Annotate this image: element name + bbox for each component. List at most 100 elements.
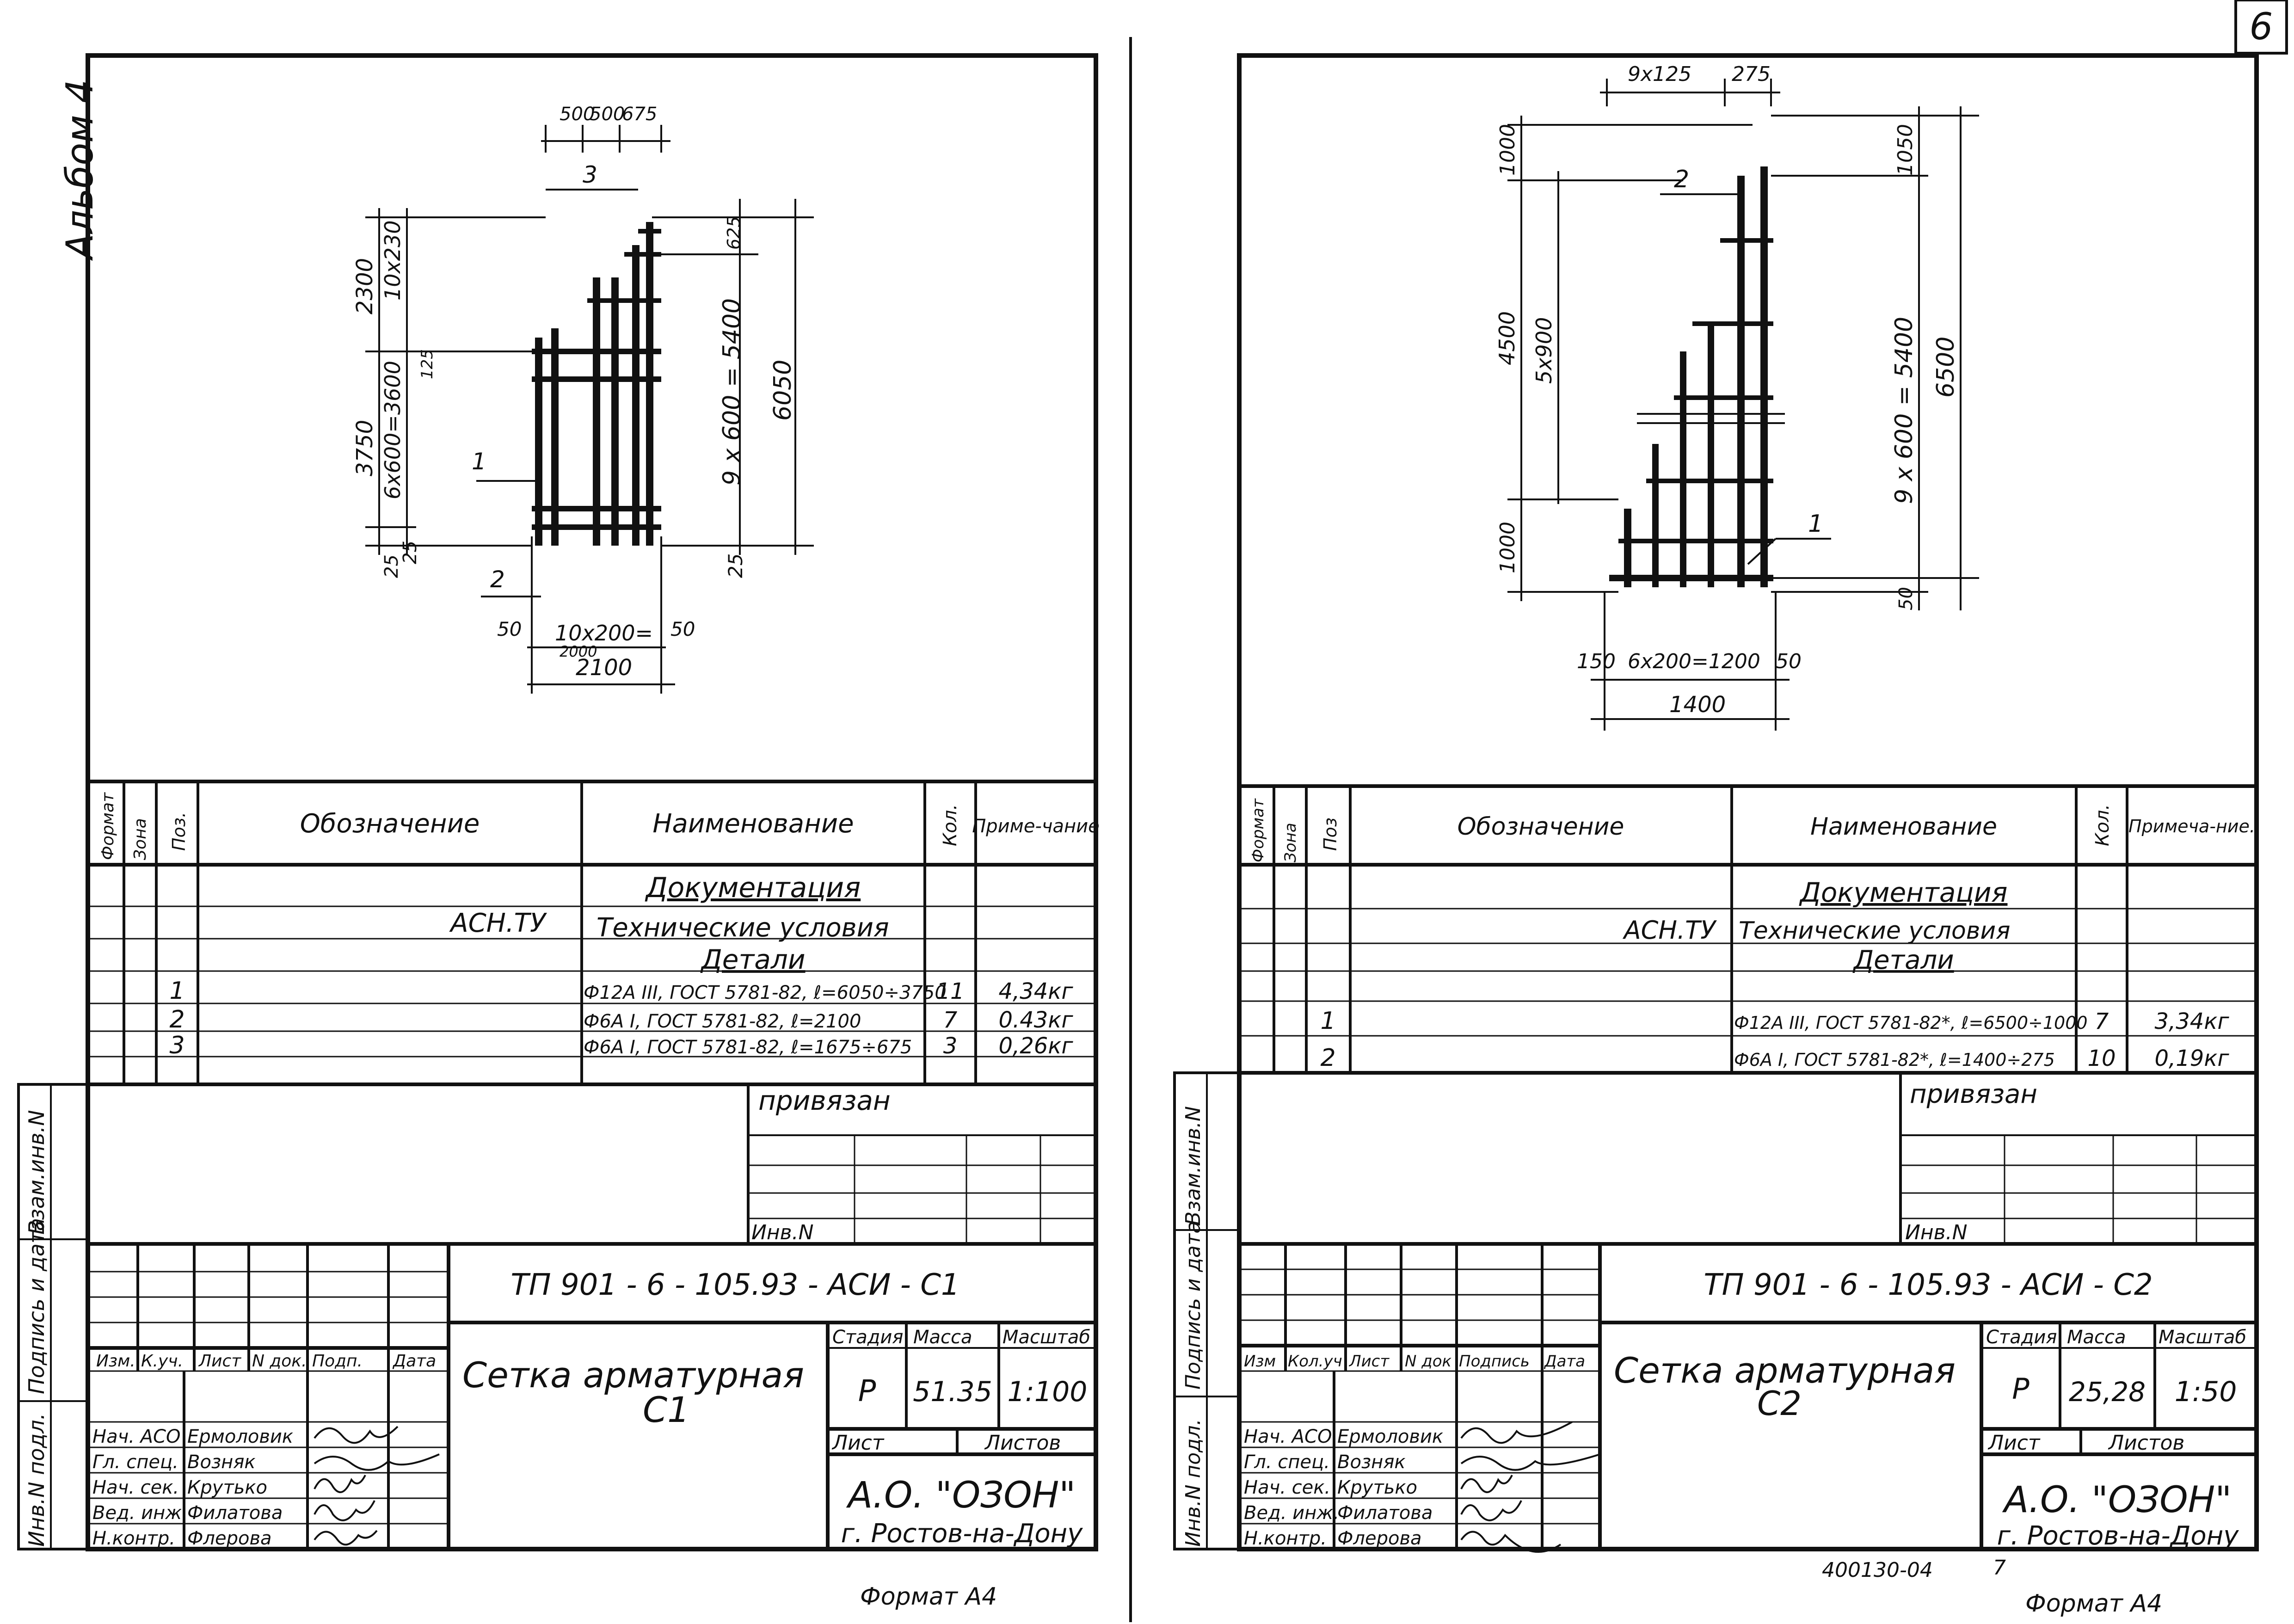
right-dim-bot6x200: 6x200=1200 (1628, 650, 1760, 673)
right-side-podpis: Подпись и дата (1181, 1221, 1205, 1390)
right-signature-2 (1460, 1475, 1513, 1493)
left-hdr-oboznachenie: Обозначение (300, 809, 480, 839)
left-side-inv-vzam: Взам.инв.N (24, 1110, 49, 1235)
left-dim-top-2: 500 (590, 104, 625, 125)
left-mesh-drawing: 500 500 675 2300 10x230 125 3750 6x600=3… (352, 104, 814, 694)
right-name-0: Ермоловик (1337, 1426, 1443, 1447)
left-signature-0 (314, 1426, 399, 1444)
right-hdr-oboznachenie: Обозначение (1458, 813, 1624, 841)
left-hdr-zona: Зона (131, 818, 150, 860)
right-row1-qty: 7 (2095, 1009, 2109, 1034)
right-masshtab-label: Масштаб (2159, 1327, 2246, 1348)
right-massa-label: Масса (2067, 1327, 2126, 1348)
right-hdr-data: Дата (1544, 1352, 1585, 1371)
right-dim-6500: 6500 (1932, 337, 1960, 398)
right-row-ach-ty: АСН.ТУ (1623, 916, 1717, 945)
left-row-ach-ty: АСН.ТУ (449, 908, 547, 938)
left-dim-25b: 25 (400, 541, 421, 564)
right-list-label: Лист (1987, 1431, 2041, 1455)
right-row-dokumentaciya: Документация (1799, 877, 2008, 908)
right-hdr-primech: Примеча-ние. (2128, 816, 2255, 837)
left-privyazan-block: привязан Инв.N (747, 1084, 1096, 1244)
left-dim-2300: 2300 (352, 258, 378, 314)
right-dim-9x600: 9 x 600 = 5400 (1890, 317, 1918, 504)
footer-code: 400130-04 (1822, 1558, 1933, 1582)
left-masshtab-label: Масштаб (1002, 1327, 1090, 1348)
right-stadiya-label: Стадия (1986, 1327, 2057, 1348)
left-signature-1 (314, 1453, 440, 1471)
right-hdr-zona: Зона (1281, 823, 1300, 862)
sheet-number: 6 (2250, 5, 2273, 48)
right-name-line1: Сетка арматурная (1614, 1350, 1956, 1391)
left-name-0: Ермоловик (187, 1426, 293, 1447)
right-name-3: Филатова (1337, 1502, 1433, 1524)
right-hdr-naimenovanie: Наименование (1810, 813, 1997, 841)
right-row1-note: 3,34кг (2154, 1009, 2229, 1034)
right-dim-5x900: 5x900 (1531, 317, 1556, 384)
left-role-1: Гл. спец. (92, 1452, 178, 1473)
left-massa: 51.35 (913, 1376, 992, 1408)
right-side-inv-podl: Инв.N подл. (1181, 1419, 1205, 1547)
left-dim-bot50b: 50 (670, 618, 695, 640)
right-dim-50: 50 (1895, 587, 1917, 610)
left-dim-25c: 25 (724, 554, 747, 578)
left-company: А.О. "ОЗОН" (846, 1475, 1076, 1516)
right-name-line2: С2 (1757, 1384, 1802, 1423)
left-frame (86, 53, 1098, 1551)
left-dim-3750: 3750 (352, 420, 378, 476)
right-hdr-izm: Изм (1244, 1352, 1276, 1371)
left-privyazan: привязан (758, 1085, 891, 1116)
left-sheet: Взам.инв.N Подпись и дата Инв.N подл. (17, 53, 1100, 1611)
right-dim-bot1400: 1400 (1669, 692, 1726, 718)
right-side-inv-vzam: Взам.инв.N (1181, 1106, 1205, 1225)
right-drawing-title: ТП 901 - 6 - 105.93 - АСИ - С2 (1704, 1268, 2153, 1302)
left-spec-table: Формат Зона Поз. Обозначение Наименовани… (88, 780, 1100, 1086)
left-listov-label: Листов (984, 1431, 1061, 1455)
right-dim-275: 275 (1732, 62, 1771, 86)
left-side-podpis: Подпись и дата (24, 1218, 49, 1394)
right-dim-1050: 1050 (1894, 124, 1917, 176)
left-name-line2: С1 (643, 1389, 689, 1430)
left-masshtab: 1:100 (1008, 1376, 1088, 1408)
left-name-3: Филатова (187, 1502, 283, 1524)
left-massa-label: Масса (913, 1327, 972, 1348)
left-row2-name: Ф6А I, ГОСТ 5781-82, ℓ=2100 (584, 1011, 861, 1032)
right-pos-2: 2 (1674, 166, 1689, 193)
left-dim-bot10x200: 10x200= (555, 621, 653, 646)
right-role-1: Гл. спец. (1244, 1452, 1330, 1473)
right-row-tech: Технические условия (1739, 917, 2011, 945)
right-listov-label: Листов (2108, 1431, 2184, 1455)
left-row-tech: Технические условия (597, 913, 889, 943)
left-dim-top-3: 675 (622, 104, 657, 125)
right-role-0: Нач. АСО (1244, 1426, 1332, 1447)
left-page-format: Формат А4 (860, 1583, 997, 1611)
right-role-3: Вед. инж. (1244, 1502, 1339, 1524)
right-role-2: Нач. сек. (1244, 1477, 1330, 1498)
sheet-number-box (2234, 0, 2288, 55)
left-dim-625: 625 (724, 216, 744, 250)
left-hdr-list: Лист (198, 1352, 241, 1371)
right-row2-qty: 10 (2087, 1046, 2116, 1071)
right-row2-note: 0,19кг (2154, 1046, 2229, 1071)
right-spec-table: Формат Зона Поз Обозначение Наименование… (1239, 784, 2257, 1075)
left-name-4: Флерова (187, 1528, 272, 1549)
left-city: г. Ростов-на-Дону (841, 1519, 1083, 1549)
left-hdr-kuch: К.уч. (141, 1352, 183, 1371)
left-pos-3: 3 (583, 161, 597, 188)
right-pos-1: 1 (1808, 510, 1823, 538)
footer-num: 7 (1993, 1556, 2006, 1580)
left-hdr-podp: Подп. (312, 1352, 363, 1371)
left-row2-qty: 7 (943, 1007, 958, 1033)
right-row-detali: Детали (1852, 945, 1954, 975)
right-name-1: Возняк (1337, 1452, 1406, 1473)
left-row3-poz: 3 (169, 1032, 185, 1059)
left-stadiya-label: Стадия (832, 1327, 903, 1348)
left-row1-qty: 11 (936, 978, 964, 1004)
left-side-inv-podl: Инв.N подл. (24, 1413, 49, 1547)
left-hdr-primech: Приме-чание (972, 816, 1100, 837)
left-name-line1: Сетка арматурная (462, 1354, 804, 1396)
left-name-1: Возняк (187, 1452, 256, 1473)
right-dim-bot150: 150 (1577, 650, 1616, 673)
